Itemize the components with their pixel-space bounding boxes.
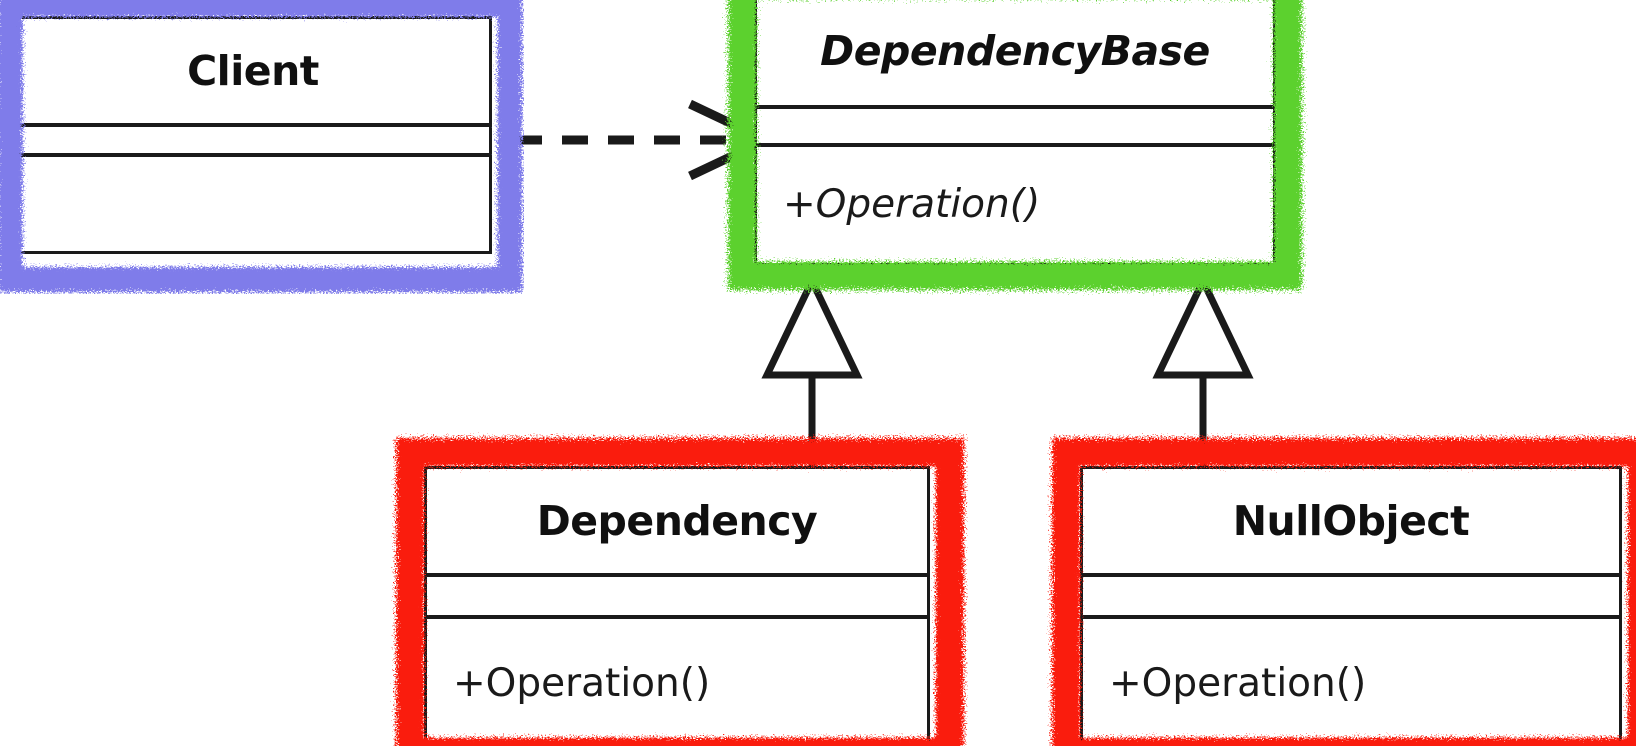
- class-name-compartment: Client: [17, 19, 489, 123]
- uml-class-dependency[interactable]: Dependency +Operation(): [424, 466, 930, 746]
- class-attributes-compartment: [1083, 573, 1619, 615]
- operation-label: +Operation(): [453, 660, 711, 706]
- class-name-compartment: DependencyBase: [757, 0, 1273, 105]
- class-name-compartment: NullObject: [1083, 469, 1619, 573]
- generalization-nullobject-to-base: [1152, 272, 1254, 468]
- dependency-arrow-client-to-base: [516, 99, 777, 181]
- class-operations-compartment: +Operation(): [757, 143, 1273, 261]
- class-operations-compartment: [17, 153, 489, 253]
- class-name-label: Client: [187, 46, 319, 95]
- operation-label: +Operation(): [1109, 660, 1367, 706]
- uml-class-client[interactable]: Client: [14, 16, 492, 254]
- class-name-label: Dependency: [536, 496, 818, 545]
- class-attributes-compartment: [427, 573, 927, 615]
- class-attributes-compartment: [757, 105, 1273, 143]
- operation-label: +Operation(): [783, 181, 1041, 227]
- class-name-label: NullObject: [1232, 496, 1470, 545]
- class-attributes-compartment: [17, 123, 489, 153]
- class-name-label: DependencyBase: [820, 26, 1210, 75]
- class-operations-compartment: +Operation(): [427, 615, 927, 746]
- class-operations-compartment: +Operation(): [1083, 615, 1619, 746]
- uml-class-dependency-base[interactable]: DependencyBase +Operation(): [754, 0, 1276, 266]
- class-name-compartment: Dependency: [427, 469, 927, 573]
- uml-class-null-object[interactable]: NullObject +Operation(): [1080, 466, 1622, 746]
- generalization-dependency-to-base: [761, 272, 863, 468]
